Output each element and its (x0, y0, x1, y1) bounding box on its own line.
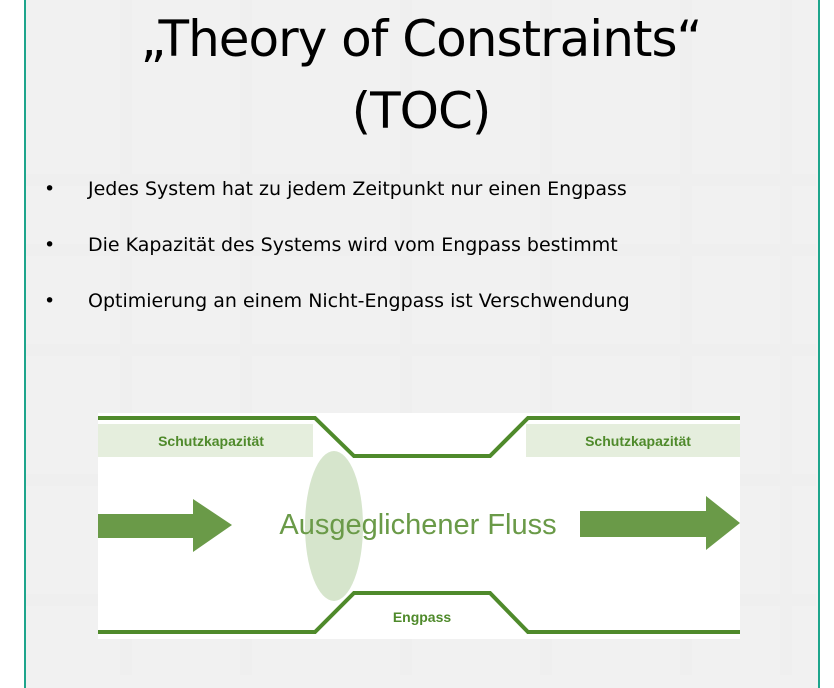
bullet-item: • Die Kapazität des Systems wird vom Engp… (44, 234, 630, 290)
bullet-list: • Jedes System hat zu jedem Zeitpunkt nur… (44, 178, 630, 346)
flow-label: Ausgeglichener Fluss (279, 509, 556, 541)
right-buffer-box (526, 424, 740, 457)
slide-title: „Theory of Constraints“ (140, 10, 703, 68)
bullet-icon: • (44, 290, 56, 312)
bottom-boundary-line (98, 591, 740, 634)
bullet-text: Jedes System hat zu jedem Zeitpunkt nur … (88, 178, 627, 200)
right-arrow-icon (580, 496, 740, 550)
bullet-icon: • (44, 234, 56, 256)
bullet-text: Die Kapazität des Systems wird vom Engpa… (88, 234, 618, 256)
left-buffer-label: Schutzkapazität (158, 433, 264, 449)
bullet-item: • Jedes System hat zu jedem Zeitpunkt nur… (44, 178, 630, 234)
top-boundary-line (98, 416, 740, 458)
bottleneck-label: Engpass (393, 609, 452, 625)
bullet-item: • Optimierung an einem Nicht-Engpass ist … (44, 290, 630, 346)
slide-subtitle: (TOC) (351, 82, 492, 140)
left-arrow-icon (98, 499, 232, 552)
right-buffer-label: Schutzkapazität (585, 433, 691, 449)
bullet-icon: • (44, 178, 56, 200)
left-buffer-box (98, 424, 313, 457)
bottleneck-ellipse (305, 451, 363, 601)
bullet-text: Optimierung an einem Nicht-Engpass ist V… (88, 290, 630, 312)
